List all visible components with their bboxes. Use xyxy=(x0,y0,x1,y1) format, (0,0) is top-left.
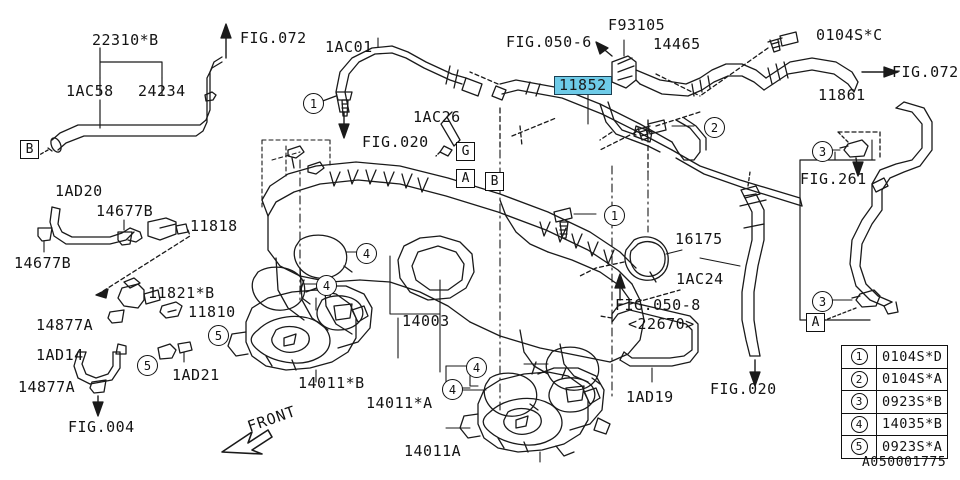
legend-row: 4 14035*B xyxy=(842,413,948,436)
box-marker-a-center: A xyxy=(456,169,475,188)
label-14677b-left: 14677B xyxy=(14,254,72,272)
callout-4-c: 4 xyxy=(466,357,487,378)
label-1ad14: 1AD14 xyxy=(36,346,84,364)
legend-code: 0104S*D xyxy=(882,348,943,365)
legend-circle-1: 1 xyxy=(850,348,868,366)
label-1ac58: 1AC58 xyxy=(66,82,114,100)
legend-code: 0923S*B xyxy=(882,393,943,410)
label-fig004: FIG.004 xyxy=(68,418,135,436)
label-22670: <22670> xyxy=(628,315,695,333)
label-11852-highlighted: 11852 xyxy=(554,76,612,95)
label-fig050-6: FIG.050-6 xyxy=(506,33,592,51)
label-11861: 11861 xyxy=(818,86,866,104)
legend-circle-5: 5 xyxy=(850,438,868,456)
label-16175: 16175 xyxy=(675,230,723,248)
label-1ad19: 1AD19 xyxy=(626,388,674,406)
diagram-code: A050001775 xyxy=(862,455,947,470)
legend-code: 14035*B xyxy=(882,416,943,433)
callout-1-left: 1 xyxy=(303,93,324,114)
label-fig072-right: FIG.072 xyxy=(892,63,959,81)
legend-number: 3 xyxy=(842,391,877,413)
label-fig050-8: FIG.050-8 xyxy=(615,296,701,314)
legend-number: 4 xyxy=(842,413,877,435)
legend-number: 2 xyxy=(842,368,877,390)
legend-number: 5 xyxy=(842,436,877,458)
label-14003: 14003 xyxy=(402,312,450,330)
label-fig261: FIG.261 xyxy=(800,170,867,188)
label-1ad20: 1AD20 xyxy=(55,182,103,200)
label-fig072-top: FIG.072 xyxy=(240,29,307,47)
callout-5-a: 5 xyxy=(208,325,229,346)
legend-code: 0104S*A xyxy=(882,371,943,388)
callout-1-mid: 1 xyxy=(604,205,625,226)
callout-2-top: 2 xyxy=(704,117,725,138)
callout-5-b: 5 xyxy=(137,355,158,376)
label-fig020-top: FIG.020 xyxy=(362,133,429,151)
legend-row: 5 0923S*A xyxy=(842,436,947,458)
label-14877a-upper: 14877A xyxy=(36,316,94,334)
label-1ac24: 1AC24 xyxy=(676,270,724,288)
label-14677b-top: 14677B xyxy=(96,202,154,220)
box-marker-g: G xyxy=(456,142,475,161)
callout-4-a: 4 xyxy=(356,243,377,264)
legend-circle-2: 2 xyxy=(850,370,868,388)
label-f93105: F93105 xyxy=(608,16,666,34)
legend-circle-4: 4 xyxy=(850,415,868,433)
legend-row: 2 0104S*A xyxy=(842,368,948,391)
label-14877a-lower: 14877A xyxy=(18,378,76,396)
callout-4-b: 4 xyxy=(316,275,337,296)
legend-row: 3 0923S*B xyxy=(842,391,948,414)
label-14011a: 14011A xyxy=(404,442,462,460)
box-marker-b-center: B xyxy=(485,172,504,191)
box-marker-b-left: B xyxy=(20,140,39,159)
legend-circle-3: 3 xyxy=(850,393,868,411)
label-14465: 14465 xyxy=(653,35,701,53)
label-22310b: 22310*B xyxy=(92,31,159,49)
label-11818: 11818 xyxy=(190,217,238,235)
label-fig020-bottom: FIG.020 xyxy=(710,380,777,398)
callout-3-lower: 3 xyxy=(812,291,833,312)
label-24234: 24234 xyxy=(138,82,186,100)
legend-code: 0923S*A xyxy=(882,438,943,455)
callout-4-d: 4 xyxy=(442,379,463,400)
callout-3-upper: 3 xyxy=(812,141,833,162)
label-1ac26: 1AC26 xyxy=(413,108,461,126)
label-14011a-star: 14011*A xyxy=(366,394,433,412)
label-14011b: 14011*B xyxy=(298,374,365,392)
legend-number: 1 xyxy=(842,346,877,368)
label-1ad21: 1AD21 xyxy=(172,366,220,384)
legend-table: 1 0104S*D 2 0104S*A 3 0923S*B 4 14035*B … xyxy=(841,345,949,459)
label-11821b: 11821*B xyxy=(148,284,215,302)
label-11810: 11810 xyxy=(188,303,236,321)
label-1ac01: 1AC01 xyxy=(325,38,373,56)
box-marker-a-right: A xyxy=(806,313,825,332)
label-0104sc: 0104S*C xyxy=(816,26,883,44)
legend-row: 1 0104S*D xyxy=(842,346,948,369)
